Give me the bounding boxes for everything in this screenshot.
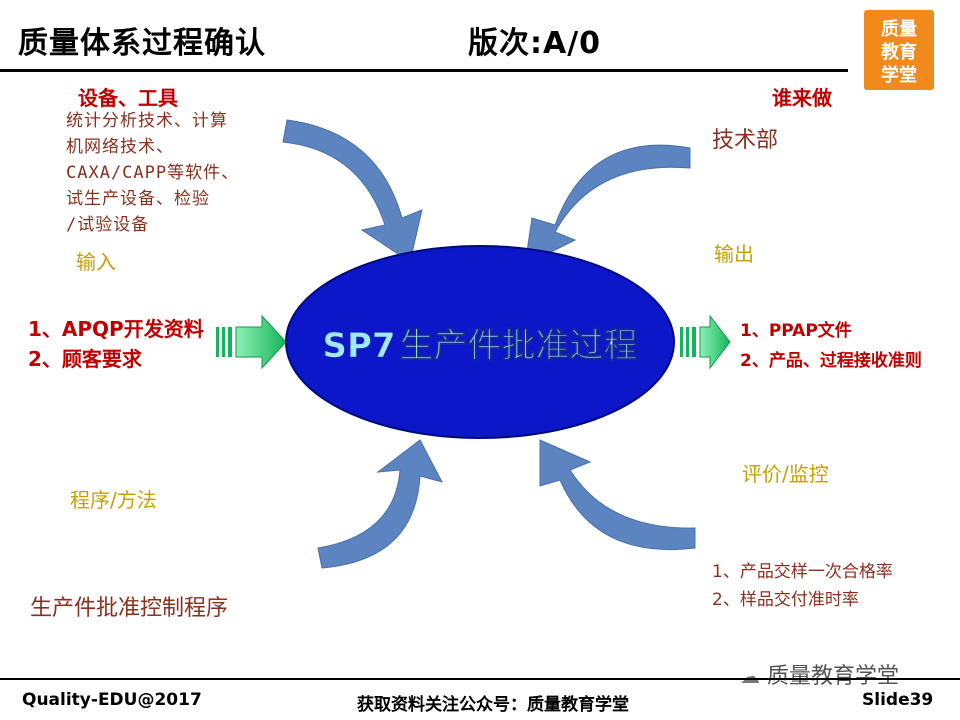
equipment-line: /试验设备 <box>66 215 150 235</box>
input-item: 2、顾客要求 <box>28 347 142 371</box>
input-list: 1、APQP开发资料 2、顾客要求 <box>28 314 204 374</box>
arrow-equipment <box>282 119 423 263</box>
process-prefix: SP7 <box>322 326 395 366</box>
equipment-heading: 设备、工具 <box>78 86 178 110</box>
logo-line-3: 学堂 <box>881 65 917 86</box>
output-list: 1、PPAP文件 2、产品、过程接收准则 <box>740 316 960 376</box>
arrow-input <box>216 314 287 370</box>
header-divider <box>0 69 848 72</box>
logo-line-2: 教育 <box>881 42 917 63</box>
watermark-text: 质量教育学堂 <box>767 664 900 689</box>
evaluation-item: 2、样品交付准时率 <box>712 590 859 610</box>
arrow-who <box>524 144 691 266</box>
output-item: 1、PPAP文件 <box>740 321 852 341</box>
footer-left: Quality-EDU@2017 <box>22 690 202 710</box>
who-heading: 谁来做 <box>772 86 832 110</box>
process-ellipse <box>285 245 675 439</box>
equipment-line: 试生产设备、检验 <box>66 189 210 209</box>
who-value: 技术部 <box>712 128 779 153</box>
logo-line-1: 质量 <box>881 19 917 40</box>
equipment-list: 统计分析技术、计算 机网络技术、 CAXA/CAPP等软件、 试生产设备、检验 … <box>66 108 239 238</box>
footer-center: 获取资料关注公众号：质量教育学堂 <box>357 695 629 715</box>
equipment-line: 机网络技术、 <box>66 137 174 157</box>
equipment-line: CAXA/CAPP等软件、 <box>66 163 240 183</box>
slide-number: Slide39 <box>862 690 934 710</box>
arrow-output <box>680 314 731 370</box>
evaluation-label: 评价/监控 <box>742 462 829 486</box>
input-label: 输入 <box>76 250 116 274</box>
evaluation-item: 1、产品交样一次合格率 <box>712 562 893 582</box>
page-title: 质量体系过程确认 <box>18 26 266 61</box>
method-label: 程序/方法 <box>70 488 157 512</box>
brand-logo: 质量 教育 学堂 <box>864 10 934 90</box>
footer-divider <box>0 678 960 680</box>
output-label: 输出 <box>714 242 754 266</box>
process-label: 生产件批准过程 <box>400 326 638 366</box>
watermark: ☁ 质量教育学堂 <box>740 658 899 690</box>
arrow-method <box>317 439 443 569</box>
wechat-icon: ☁ <box>740 664 760 688</box>
arrow-evaluation <box>539 439 696 551</box>
version-label: 版次:A/0 <box>468 26 602 61</box>
method-value: 生产件批准控制程序 <box>30 596 229 621</box>
evaluation-list: 1、产品交样一次合格率 2、样品交付准时率 <box>712 558 893 614</box>
input-item: 1、APQP开发资料 <box>28 317 204 341</box>
equipment-line: 统计分析技术、计算 <box>66 111 228 131</box>
output-item: 2、产品、过程接收准则 <box>740 351 922 371</box>
